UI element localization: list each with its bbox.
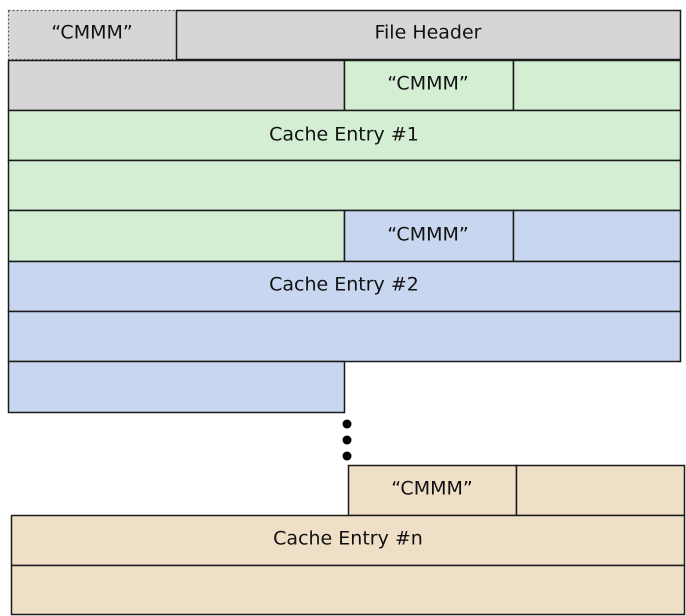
entry-1-field-box	[512, 59, 682, 112]
entry-1-label: Cache Entry #1	[269, 124, 419, 146]
file-header-label: File Header	[374, 22, 481, 44]
entry-2-magic-box	[343, 209, 515, 263]
header-magic-label: “CMMM”	[51, 22, 132, 44]
entry-2-row-a	[7, 260, 682, 313]
entry-n-row-b	[10, 564, 686, 616]
entry-n-field-box	[515, 464, 686, 517]
file-header-box	[175, 9, 682, 61]
row-1: “CMMM”	[7, 59, 682, 112]
cache-entry-1: Cache Entry #1	[7, 109, 682, 263]
cache-entry-2: Cache Entry #2	[7, 260, 682, 414]
cache-entry-n: Cache Entry #n	[10, 514, 686, 616]
entry-n-magic-label: “CMMM”	[391, 478, 472, 500]
entry-n-magic-box	[347, 464, 518, 517]
entry-1-row-a	[7, 109, 682, 162]
entry-2-field-box	[512, 209, 682, 263]
file-header-tail-box	[7, 59, 346, 112]
entry-1-magic-box	[343, 59, 515, 112]
ellipsis-dots	[342, 419, 352, 461]
entry-n-label: Cache Entry #n	[273, 528, 423, 550]
ellipsis-dot-3	[342, 451, 352, 461]
entry-2-row-b	[7, 310, 682, 363]
ellipsis-dot-1	[342, 419, 352, 429]
row-entry-2-magic: “CMMM”	[343, 209, 682, 263]
entry-2-tail-box	[7, 360, 346, 414]
file-header-row: “CMMM” File Header	[7, 9, 682, 61]
header-magic-box	[7, 9, 178, 61]
entry-2-magic-label: “CMMM”	[387, 224, 468, 246]
row-entry-n-magic: “CMMM”	[347, 464, 686, 517]
entry-1-row-b	[7, 159, 682, 212]
entry-1-tail-box	[7, 209, 346, 263]
entry-2-label: Cache Entry #2	[269, 274, 419, 296]
ellipsis-dot-2	[342, 435, 352, 445]
entry-1-magic-label: “CMMM”	[387, 73, 468, 95]
